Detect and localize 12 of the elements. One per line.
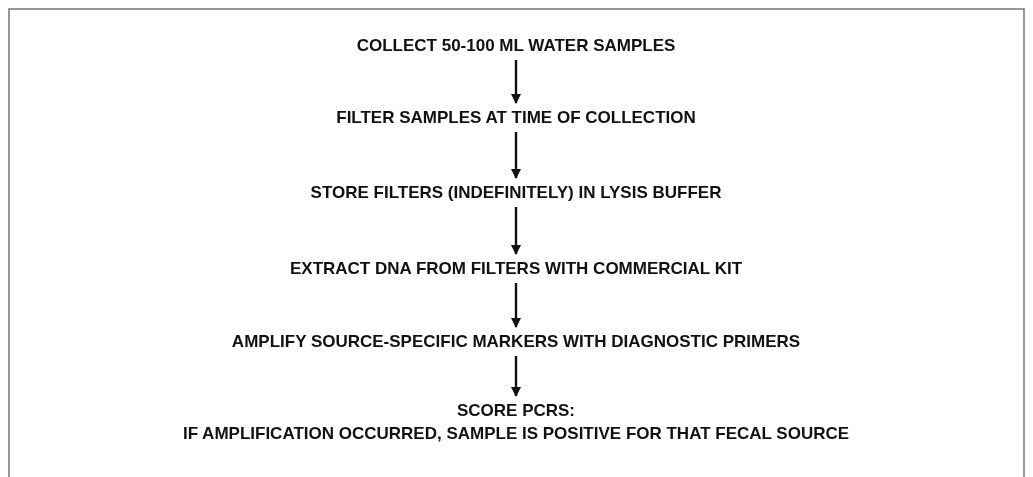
arrow <box>510 207 522 255</box>
arrow <box>510 283 522 328</box>
step-text: IF AMPLIFICATION OCCURRED, SAMPLE IS POSITIVE FOR THAT FECAL SOURCE <box>182 424 850 443</box>
step-text: FILTER SAMPLES AT TIME OF COLLECTION <box>336 108 696 127</box>
step-text: EXTRACT DNA FROM FILTERS WITH COMMERCIAL KIT <box>290 259 742 278</box>
step-text: COLLECT 50-100 ML WATER SAMPLES <box>356 36 676 55</box>
arrow <box>510 356 522 397</box>
step-text: AMPLIFY SOURCE-SPECIFIC MARKERS WITH DIAGNOSTIC PRIMERS <box>231 332 801 351</box>
step-text: STORE FILTERS (INDEFINITELY) IN LYSIS BUFFER <box>310 183 722 202</box>
step-text: SCORE PCRS: <box>456 401 576 420</box>
arrow <box>510 132 522 179</box>
arrow <box>510 60 522 104</box>
